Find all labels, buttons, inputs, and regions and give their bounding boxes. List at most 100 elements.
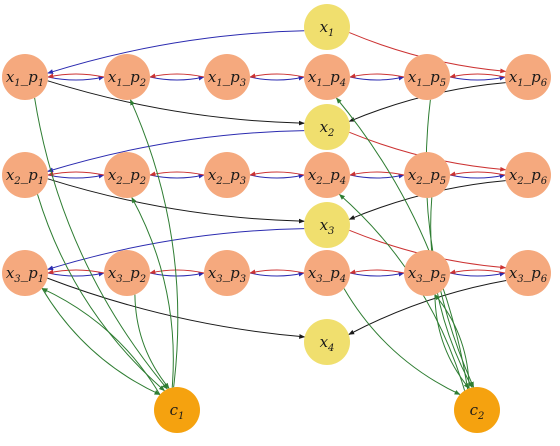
label-text: x — [308, 68, 317, 86]
node-x1-p3: x1_p3 — [204, 54, 250, 100]
edge-c2-to-x1_p4 — [336, 97, 469, 390]
node-label: x3_p1 — [6, 264, 44, 285]
label-subscript: 1 — [178, 411, 184, 422]
node-circle — [2, 152, 48, 198]
edge-x1_p1-to-c1 — [34, 97, 168, 390]
node-label: x1_p4 — [308, 68, 346, 89]
label-text: x — [408, 68, 417, 86]
node-circle — [505, 54, 551, 100]
label-subscript: 1 — [38, 176, 44, 187]
node-circle — [154, 387, 200, 433]
label-text: _p — [21, 166, 39, 184]
edge-x2_p4-to-x2_p3 — [249, 171, 305, 177]
label-text: x — [208, 68, 217, 86]
node-circle — [404, 152, 450, 198]
node-label: x3_p6 — [509, 264, 548, 285]
label-subscript: 3 — [240, 274, 246, 285]
node-x3: x3 — [304, 202, 350, 248]
node-x1-p1: x1_p1 — [2, 54, 48, 100]
node-label: x4 — [320, 333, 335, 354]
label-text: x — [320, 333, 329, 351]
edge-x2_p5-to-x2_p4 — [349, 171, 405, 177]
node-circle — [2, 54, 48, 100]
node-circle — [204, 152, 250, 198]
node-label: x2_p1 — [6, 166, 44, 187]
label-subscript: 6 — [541, 274, 548, 285]
edge-x3_p4-to-x3_p5 — [349, 271, 405, 277]
edge-c2-to-x2_p4 — [338, 194, 466, 391]
edge-x1_p2-to-x1_p3 — [149, 75, 205, 81]
node-x2-p1: x2_p1 — [2, 152, 48, 198]
label-subscript: 1 — [38, 78, 44, 89]
node-label: x1_p3 — [208, 68, 246, 89]
node-x2-p5: x2_p5 — [404, 152, 450, 198]
edge-x2_p2-to-x2_p1 — [47, 171, 105, 177]
edge-x2_p1-to-x2_p2 — [47, 173, 105, 179]
edge-x1_p3-to-x1_p2 — [149, 73, 205, 79]
label-subscript: 1 — [328, 28, 334, 39]
node-label: x1_p5 — [408, 68, 446, 89]
label-subscript: 2 — [516, 176, 523, 187]
edge-x2_p5-to-x2_p6 — [449, 173, 506, 179]
node-x1-p2: x1_p2 — [104, 54, 150, 100]
edge-x2_p6-to-x2_p5 — [449, 171, 506, 177]
node-label: c1 — [170, 401, 185, 422]
edge-x3_p1-to-x3_p2 — [47, 271, 105, 277]
node-circle — [505, 250, 551, 296]
label-subscript: 1 — [416, 78, 422, 89]
label-subscript: 2 — [139, 274, 146, 285]
label-subscript: 3 — [116, 274, 122, 285]
label-text: _p — [21, 68, 39, 86]
edge-x3_p1-to-c1 — [41, 288, 161, 396]
node-label: x1_p1 — [6, 68, 44, 89]
label-subscript: 3 — [316, 274, 322, 285]
node-circle — [304, 104, 350, 150]
edge-x1_p1-to-x1_p2 — [47, 75, 105, 81]
edge-x2_p4-to-x2_p5 — [349, 173, 405, 179]
edge-x3_p5-to-x3_p4 — [349, 269, 405, 275]
node-label: c2 — [470, 401, 485, 422]
label-text: _p — [524, 68, 542, 86]
label-text: x — [509, 68, 518, 86]
label-subscript: 4 — [339, 78, 346, 89]
label-text: x — [408, 264, 417, 282]
label-subscript: 1 — [38, 274, 44, 285]
edge-x2_p3-to-x2_p4 — [249, 173, 305, 179]
edge-x3-to-x3_p1 — [47, 228, 305, 271]
label-subscript: 2 — [327, 128, 334, 139]
label-text: c — [470, 401, 479, 419]
edge-x3_p5-to-x3_p6 — [449, 271, 506, 277]
label-text: _p — [423, 68, 441, 86]
label-subscript: 6 — [541, 78, 548, 89]
label-text: x — [6, 264, 15, 282]
label-text: x — [308, 264, 317, 282]
node-label: x2 — [320, 118, 335, 139]
node-circle — [404, 250, 450, 296]
label-subscript: 3 — [517, 274, 523, 285]
label-text: x — [320, 118, 329, 136]
node-x3-p2: x3_p2 — [104, 250, 150, 296]
node-x1-p4: x1_p4 — [304, 54, 350, 100]
node-c2: c2 — [454, 387, 500, 433]
label-text: x — [6, 166, 15, 184]
label-subscript: 2 — [139, 78, 146, 89]
node-c1: c1 — [154, 387, 200, 433]
node-circle — [204, 250, 250, 296]
label-text: _p — [223, 264, 241, 282]
edge-x3_p2-to-c1 — [134, 294, 170, 389]
edge-x1_p4-to-x1_p5 — [349, 75, 405, 81]
label-subscript: 1 — [216, 78, 222, 89]
label-subscript: 1 — [517, 78, 523, 89]
edge-x2-to-x2_p1 — [47, 130, 305, 173]
label-subscript: 2 — [139, 176, 146, 187]
edge-x2_p1-to-x3 — [47, 178, 305, 224]
edge-x3_p4-to-x3_p3 — [249, 269, 305, 275]
label-subscript: 4 — [339, 274, 346, 285]
label-subscript: 4 — [327, 343, 334, 354]
label-text: _p — [123, 166, 141, 184]
edge-x3_p3-to-x3_p4 — [249, 271, 305, 277]
label-text: x — [208, 166, 217, 184]
edge-x1_p3-to-x1_p4 — [249, 75, 305, 81]
node-circle — [304, 152, 350, 198]
